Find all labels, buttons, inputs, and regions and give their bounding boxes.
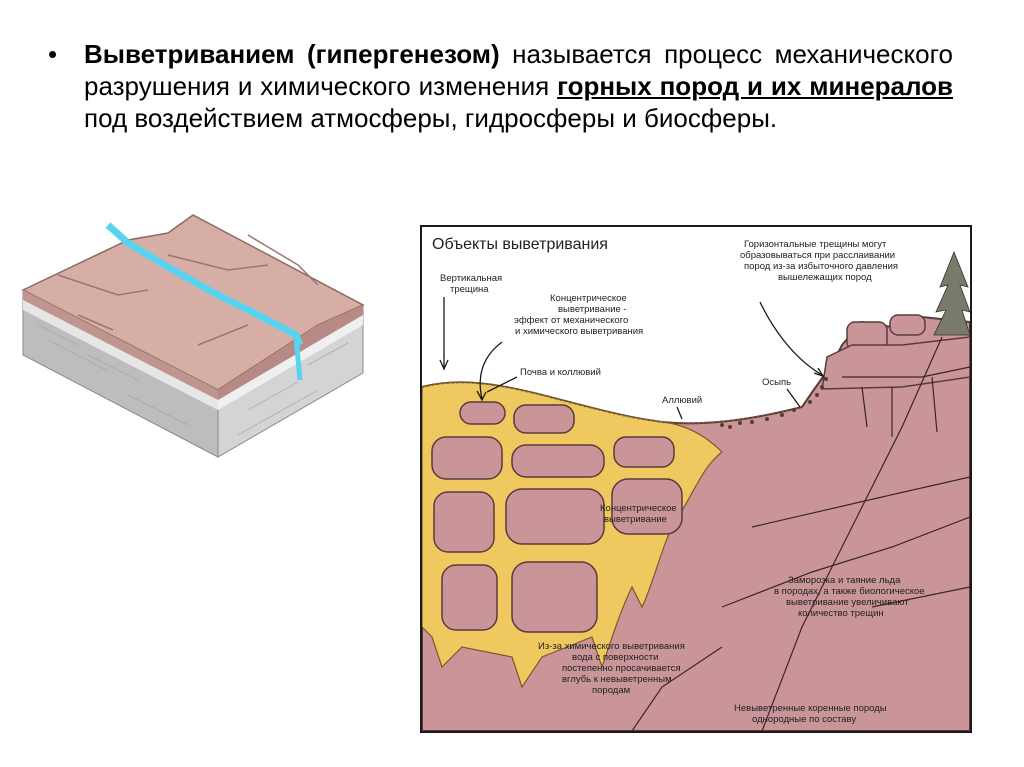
label-chemical: Из-за химического выветривания вода с по… <box>538 641 688 696</box>
label-concentric-top: Концентрическое выветривание - эффект от… <box>514 293 643 337</box>
diagram-title: Объекты выветривания <box>432 236 608 253</box>
label-horizontal-cracks: Горизонтальные трещины могут образовыват… <box>740 239 901 283</box>
label-frost: Заморозка и таяние льда в породах, а так… <box>774 575 927 619</box>
weathering-diagram: Объекты выветривания Вертикальная трещин… <box>420 225 972 733</box>
definition-emphasis: горных пород и их минералов <box>557 71 953 101</box>
definition-text-1: называется процесс механического разруше… <box>84 39 953 101</box>
label-bedrock: Невыветренные коренные породы однородные… <box>734 703 889 725</box>
definition-term: Выветриванием (гипергенезом) <box>84 39 500 69</box>
bullet-marker: • <box>48 39 58 69</box>
rock-block-illustration <box>18 195 368 465</box>
label-talus: Осыпь <box>762 377 791 388</box>
label-vertical-crack: Вертикальная трещина <box>440 273 505 295</box>
label-alluvium: Аллювий <box>662 395 702 406</box>
definition-paragraph: Выветриванием (гипергенезом) называется … <box>84 38 953 134</box>
definition-bullet: • Выветриванием (гипергенезом) называетс… <box>48 38 953 134</box>
label-soil: Почва и коллювий <box>520 367 601 378</box>
label-concentric-mid: Концентрическое выветривание <box>600 503 679 525</box>
definition-text-2: под воздействием атмосферы, гидросферы и… <box>84 103 778 133</box>
